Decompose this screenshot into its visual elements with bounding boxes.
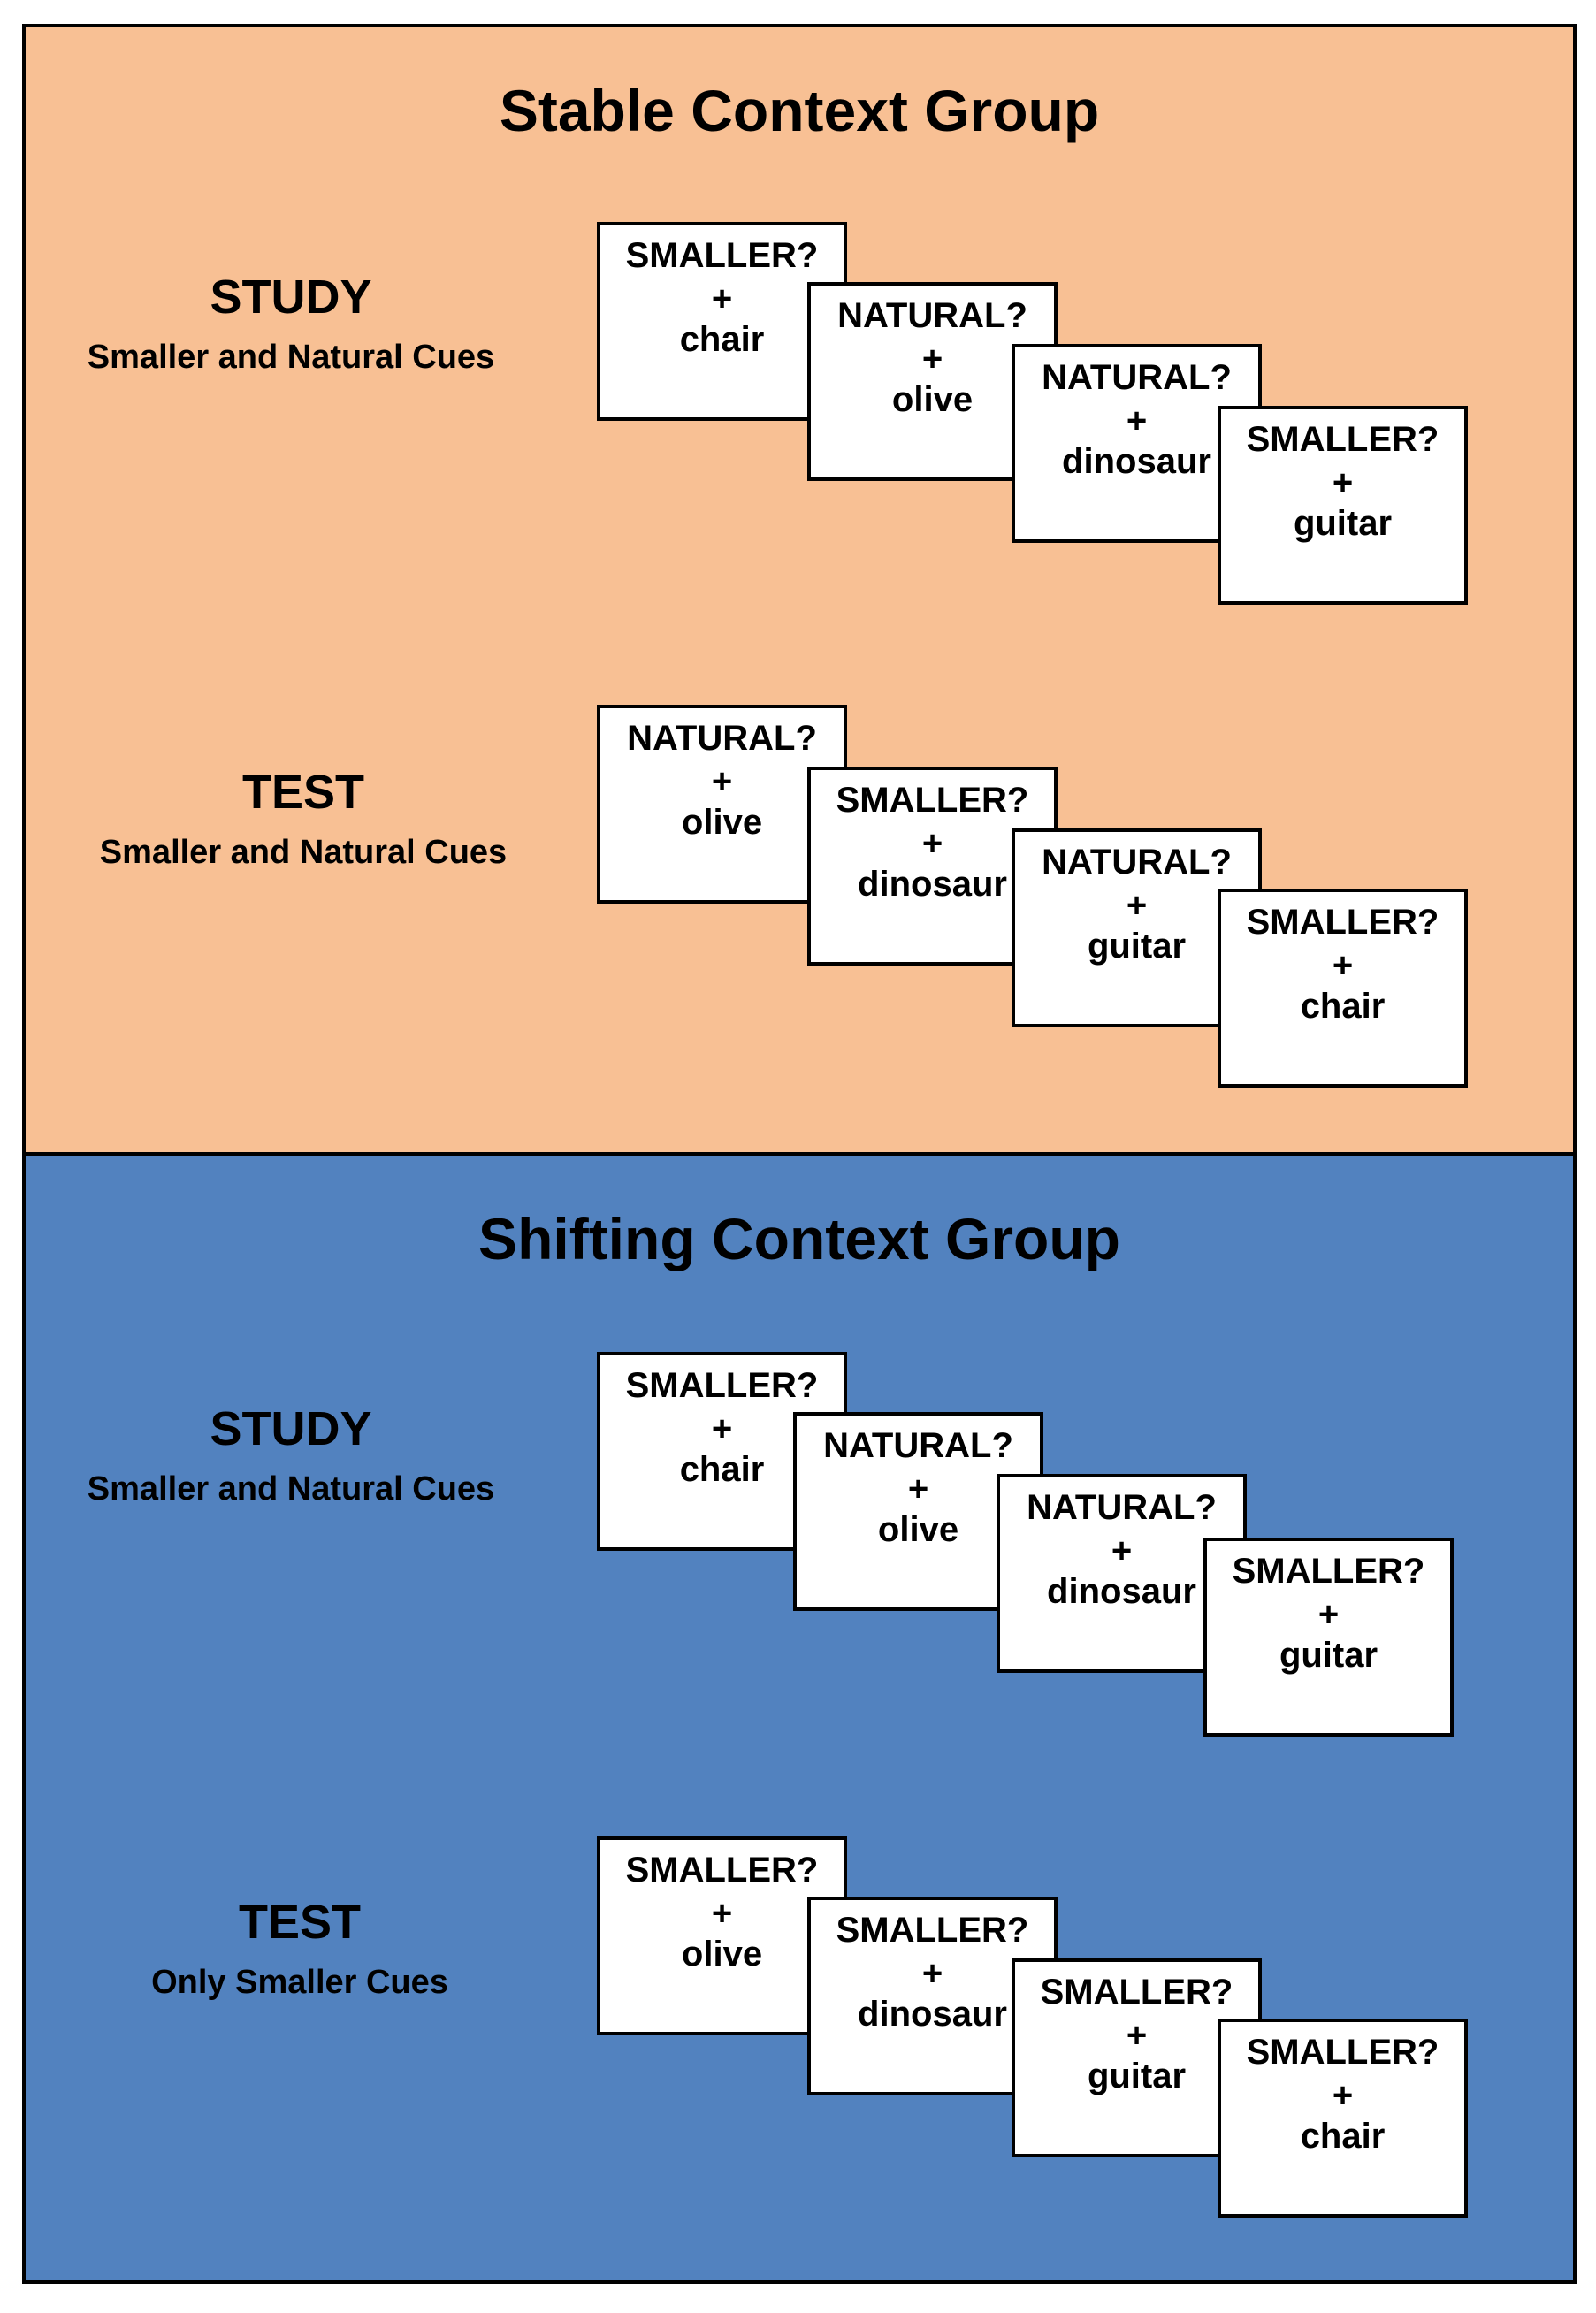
shifting-context-panel: Shifting Context Group STUDY Smaller and…	[22, 1152, 1577, 2284]
card-word: chair	[1300, 2117, 1386, 2156]
fixation-cross: +	[711, 279, 733, 318]
card-cue: NATURAL?	[627, 719, 817, 758]
card-word: olive	[891, 380, 974, 419]
trial-card: SMALLER? + guitar	[1203, 1538, 1454, 1737]
fixation-cross: +	[921, 824, 943, 863]
card-cue: NATURAL?	[823, 1426, 1013, 1465]
card-cue: SMALLER?	[625, 1851, 819, 1889]
card-word: guitar	[1293, 504, 1393, 543]
card-word: chair	[679, 320, 765, 359]
card-word: olive	[877, 1510, 959, 1549]
card-word: guitar	[1087, 927, 1187, 966]
trial-card: SMALLER? + guitar	[1218, 406, 1468, 605]
card-word: dinosaur	[858, 1995, 1007, 2034]
test-phase-label: TEST Only Smaller Cues	[34, 1895, 565, 2002]
card-cue: NATURAL?	[837, 296, 1027, 335]
study-phase-label: STUDY Smaller and Natural Cues	[26, 1401, 556, 1508]
card-cue: SMALLER?	[1246, 420, 1439, 459]
card-word: dinosaur	[1047, 1572, 1196, 1611]
fixation-cross: +	[921, 1954, 943, 1993]
card-cue: SMALLER?	[836, 1911, 1029, 1950]
phase-label: STUDY	[210, 1402, 372, 1455]
card-word: guitar	[1279, 1636, 1378, 1675]
fixation-cross: +	[1317, 1595, 1340, 1634]
phase-subtitle: Smaller and Natural Cues	[99, 834, 508, 871]
card-word: dinosaur	[1062, 442, 1211, 481]
card-word: guitar	[1087, 2057, 1187, 2095]
fixation-cross: +	[921, 340, 943, 378]
card-cue: SMALLER?	[836, 781, 1029, 820]
fixation-cross: +	[1126, 401, 1148, 440]
trial-card: SMALLER? + chair	[597, 222, 847, 421]
fixation-cross: +	[711, 762, 733, 801]
fixation-cross: +	[1332, 946, 1354, 985]
card-cue: NATURAL?	[1027, 1488, 1217, 1527]
card-cue: NATURAL?	[1042, 358, 1232, 397]
card-word: chair	[1300, 987, 1386, 1026]
fixation-cross: +	[1126, 886, 1148, 925]
trial-card: SMALLER? + chair	[1218, 889, 1468, 1088]
fixation-cross: +	[711, 1409, 733, 1448]
card-cue: SMALLER?	[625, 1366, 819, 1405]
fixation-cross: +	[1111, 1531, 1133, 1570]
fixation-cross: +	[1126, 2016, 1148, 2055]
trial-card: NATURAL? + olive	[597, 705, 847, 904]
phase-label: TEST	[238, 1896, 361, 1949]
fixation-cross: +	[1332, 463, 1354, 502]
card-cue: NATURAL?	[1042, 843, 1232, 882]
fixation-cross: +	[907, 1469, 929, 1508]
trial-card: SMALLER? + chair	[1218, 2019, 1468, 2218]
phase-subtitle: Smaller and Natural Cues	[87, 339, 495, 376]
card-cue: SMALLER?	[1232, 1552, 1425, 1591]
panel-title: Shifting Context Group	[478, 1206, 1120, 1271]
card-cue: SMALLER?	[1246, 2033, 1439, 2072]
test-phase-label: TEST Smaller and Natural Cues	[38, 765, 569, 872]
stable-context-panel: Stable Context Group STUDY Smaller and N…	[22, 24, 1577, 1156]
card-word: dinosaur	[858, 865, 1007, 904]
phase-subtitle: Only Smaller Cues	[151, 1964, 448, 2001]
card-word: olive	[681, 803, 763, 842]
fixation-cross: +	[1332, 2076, 1354, 2115]
card-word: olive	[681, 1935, 763, 1973]
card-cue: SMALLER?	[1246, 903, 1439, 942]
card-word: chair	[679, 1450, 765, 1489]
panel-title: Stable Context Group	[499, 78, 1100, 143]
card-cue: SMALLER?	[1040, 1973, 1233, 2011]
phase-label: STUDY	[210, 271, 372, 324]
trial-card: SMALLER? + olive	[597, 1836, 847, 2035]
phase-subtitle: Smaller and Natural Cues	[87, 1470, 495, 1508]
study-phase-label: STUDY Smaller and Natural Cues	[26, 270, 556, 377]
phase-label: TEST	[241, 766, 364, 819]
card-cue: SMALLER?	[625, 236, 819, 275]
fixation-cross: +	[711, 1894, 733, 1933]
